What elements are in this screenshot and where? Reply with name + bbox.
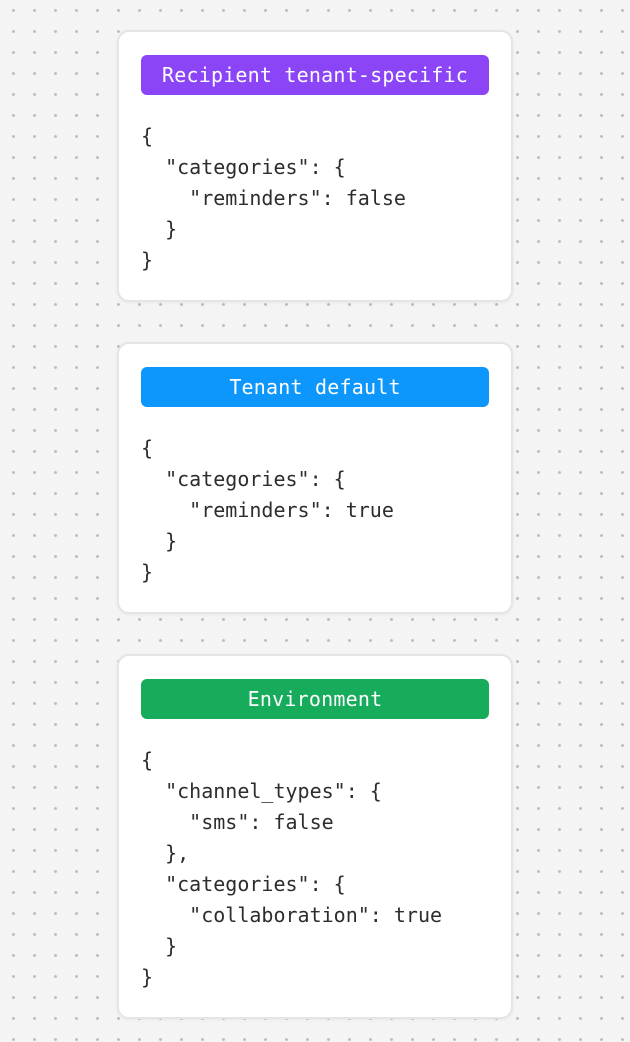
badge-environment: Environment	[141, 679, 489, 719]
code-line: {	[141, 436, 154, 460]
code-line: }	[141, 248, 154, 272]
json-code-block: { "channel_types": { "sms": false }, "ca…	[141, 745, 489, 993]
code-line: "categories": {	[141, 467, 346, 491]
preference-card-environment: Environment { "channel_types": { "sms": …	[117, 654, 513, 1019]
code-line: }	[141, 217, 178, 241]
code-line: "collaboration": true	[141, 903, 443, 927]
code-line: "reminders": false	[141, 186, 406, 210]
code-line: "categories": {	[141, 872, 346, 896]
code-line: }	[141, 934, 178, 958]
preference-card-recipient-tenant-specific: Recipient tenant-specific { "categories"…	[117, 30, 513, 302]
json-code-block: { "categories": { "reminders": false } }	[141, 121, 489, 276]
code-line: {	[141, 124, 154, 148]
code-line: "reminders": true	[141, 498, 394, 522]
code-line: {	[141, 748, 154, 772]
json-code-block: { "categories": { "reminders": true } }	[141, 433, 489, 588]
preference-card-tenant-default: Tenant default { "categories": { "remind…	[117, 342, 513, 614]
code-line: }	[141, 529, 178, 553]
code-line: }	[141, 560, 154, 584]
code-line: "categories": {	[141, 155, 346, 179]
code-line: }	[141, 965, 154, 989]
badge-tenant-default: Tenant default	[141, 367, 489, 407]
badge-recipient-tenant-specific: Recipient tenant-specific	[141, 55, 489, 95]
code-line: "channel_types": {	[141, 779, 382, 803]
code-line: },	[141, 841, 190, 865]
code-line: "sms": false	[141, 810, 334, 834]
